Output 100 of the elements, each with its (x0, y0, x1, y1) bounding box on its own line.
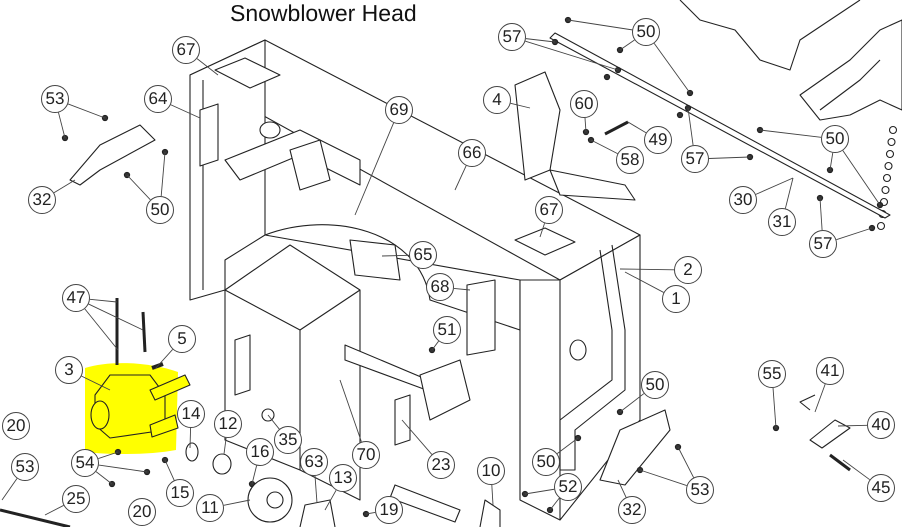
diagram-title: Snowblower Head (230, 0, 417, 27)
callout-number: 57 (809, 230, 837, 258)
callout-number: 14 (177, 400, 205, 428)
callout-number: 19 (375, 496, 403, 524)
callout-number: 45 (867, 474, 895, 502)
leader-line (44, 504, 64, 516)
callout-number: 50 (146, 196, 174, 224)
callout-number: 50 (641, 371, 669, 399)
leader-line (550, 498, 560, 510)
callout-number: 53 (11, 453, 39, 481)
callout-number: 32 (28, 186, 56, 214)
callout-number: 30 (729, 186, 757, 214)
leader-line (620, 268, 674, 270)
callout-number: 1 (662, 285, 690, 313)
leader-line (58, 112, 66, 138)
leader-line (432, 340, 440, 350)
callout-number: 60 (570, 90, 598, 118)
leader-line (640, 470, 688, 486)
leader-line (814, 384, 826, 412)
callout-number: 69 (385, 96, 413, 124)
callout-number: 64 (144, 85, 172, 113)
callout-number: 50 (632, 18, 660, 46)
leader-line (96, 471, 112, 484)
leader-line (654, 42, 690, 94)
leader-line (540, 222, 546, 238)
leader-line (525, 38, 556, 42)
callout-number: 11 (196, 494, 224, 522)
callout-number: 54 (71, 449, 99, 477)
callout-number: 57 (498, 23, 526, 51)
leader-line (160, 152, 166, 196)
leader-line (454, 165, 467, 190)
leader-line (708, 156, 750, 159)
leader-line (584, 118, 586, 132)
leader-line (510, 102, 530, 108)
leader-line (98, 464, 148, 472)
leader-line (524, 40, 618, 70)
leader-line (556, 438, 578, 454)
callout-number: 32 (618, 496, 646, 524)
callout-number: 4 (483, 86, 511, 114)
callout-number: 53 (41, 85, 69, 113)
leader-line (620, 393, 644, 412)
leader-line (126, 174, 151, 200)
leader-line (624, 272, 664, 293)
leader-line (453, 288, 470, 290)
leader-line (491, 484, 494, 506)
leader-line (88, 304, 144, 330)
callout-number: 25 (62, 485, 90, 513)
leader-line (838, 424, 868, 426)
leader-line (98, 452, 118, 460)
callout-number: 51 (433, 316, 461, 344)
callout-number: 58 (616, 146, 644, 174)
callout-number: 65 (409, 241, 437, 269)
leader-line (678, 446, 694, 478)
callout-number: 57 (681, 145, 709, 173)
leader-line (755, 178, 794, 195)
leader-line (628, 122, 646, 134)
leader-line (772, 388, 776, 428)
leader-line (223, 500, 250, 506)
leader-line (842, 460, 870, 480)
leader-line (618, 480, 627, 498)
callout-number: 12 (214, 410, 242, 438)
callout-number: 20 (2, 412, 30, 440)
leader-line (820, 198, 823, 230)
leader-line (620, 40, 635, 50)
leader-line (154, 348, 174, 370)
callout-number: 70 (352, 441, 380, 469)
leader-line (170, 104, 200, 118)
callout-number: 49 (644, 126, 672, 154)
leader-line (89, 298, 118, 302)
callout-number: 20 (128, 498, 156, 526)
leader-line (268, 414, 280, 430)
leader-line (324, 490, 337, 510)
leader-line (354, 122, 394, 216)
callout-number: 5 (168, 325, 196, 353)
callout-number: 55 (758, 360, 786, 388)
leader-line (842, 150, 880, 206)
leader-line (2, 478, 18, 500)
leader-line (81, 376, 110, 390)
leader-line (340, 380, 362, 442)
leader-line (830, 152, 834, 170)
callout-number: 53 (686, 476, 714, 504)
leader-line (84, 308, 118, 350)
leader-line (224, 437, 227, 454)
leader-line (164, 460, 175, 481)
callout-number: 41 (816, 357, 844, 385)
leader-line (402, 420, 432, 455)
callout-number: 2 (674, 256, 702, 284)
leader-line (590, 140, 618, 154)
leader-line (760, 130, 822, 138)
callout-number: 23 (427, 451, 455, 479)
leader-line (784, 178, 794, 209)
callout-number: 31 (768, 208, 796, 236)
leader-line (314, 476, 318, 504)
leader-line (196, 58, 218, 76)
leader-line (836, 228, 872, 240)
leader-line (524, 488, 555, 494)
callout-number: 47 (62, 284, 90, 312)
callout-number: 67 (172, 36, 200, 64)
leader-line (688, 108, 694, 146)
leader-line (252, 465, 258, 484)
